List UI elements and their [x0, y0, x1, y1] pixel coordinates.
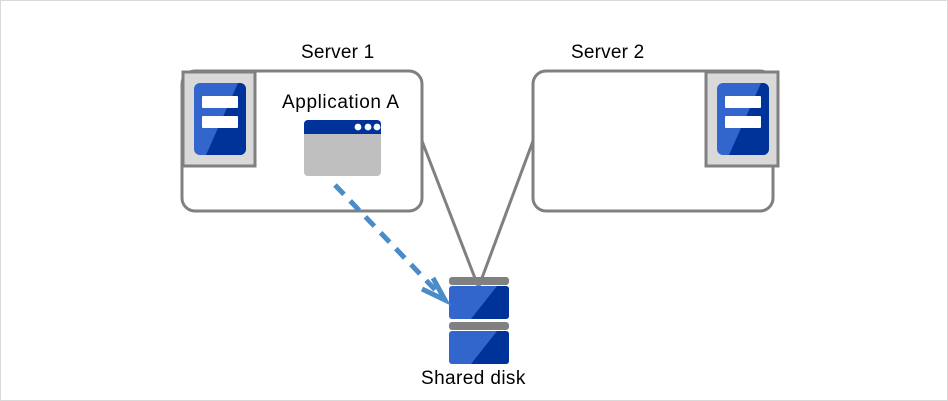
server-icon: [704, 70, 780, 168]
server2-label: Server 2: [571, 42, 645, 63]
shared-disk-label: Shared disk: [421, 368, 526, 389]
connector-server2-to-disk: [477, 140, 535, 287]
application-a-label: Application A: [282, 92, 400, 113]
connector-server1-to-disk: [420, 140, 480, 287]
server-icon: [181, 70, 257, 168]
database-disk-icon: [449, 277, 509, 364]
application-window-icon: [304, 120, 381, 176]
server1-label: Server 1: [301, 42, 375, 63]
connector-application-a-to-disk: [333, 183, 451, 306]
